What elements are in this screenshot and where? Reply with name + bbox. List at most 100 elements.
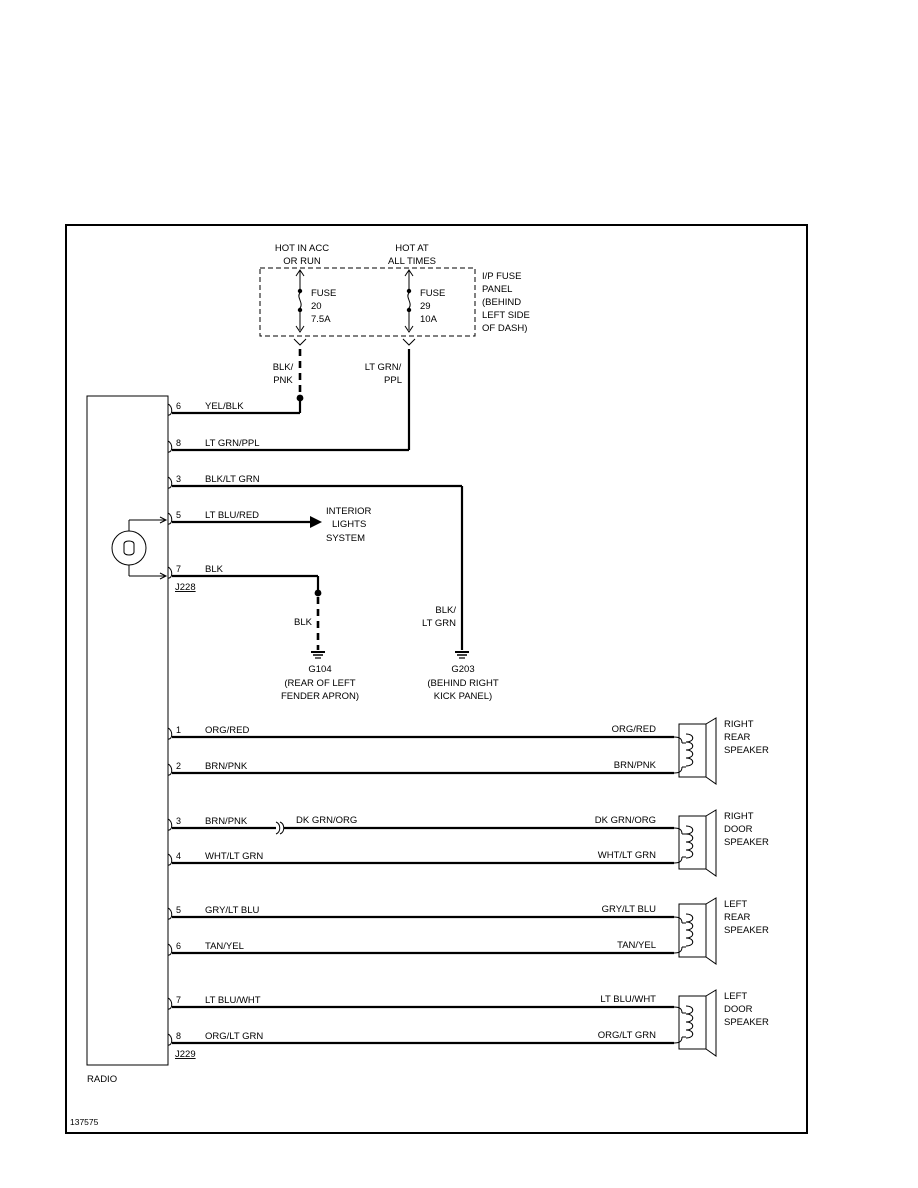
fuse-20-symbol <box>293 269 307 346</box>
speaker-label: RIGHT <box>724 811 754 822</box>
figure-id: 137575 <box>70 1117 99 1127</box>
circuit-color-label-right: GRY/LT BLU <box>602 904 657 915</box>
circuit-color-label-right: LT BLU/WHT <box>600 994 656 1005</box>
connector-pin-number: 6 <box>176 401 181 411</box>
fuse-20-label-3: 7.5A <box>311 314 331 325</box>
circuit-color-label-mid: DK GRN/ORG <box>296 815 357 826</box>
circuit-color-label: BLK <box>205 564 224 575</box>
ground-g104-icon <box>311 651 325 659</box>
circuit-color-label: LT GRN/PPL <box>205 438 260 449</box>
connector-pin-number: 7 <box>176 995 181 1005</box>
circuit-color-label-right: ORG/LT GRN <box>598 1030 656 1041</box>
speaker-label: SPEAKER <box>724 837 769 848</box>
connector-pin-mark <box>167 997 173 1010</box>
connector-pin-number: 5 <box>176 905 181 915</box>
interior-lights-label-2: LIGHTS <box>332 519 366 530</box>
radio-label: RADIO <box>87 1074 117 1085</box>
speaker-icon <box>673 809 717 877</box>
ground-g104-location-1: (REAR OF LEFT <box>284 678 355 689</box>
speaker-group: RIGHTREARSPEAKERRIGHTDOORSPEAKERLEFTREAR… <box>673 717 769 1057</box>
circuit-color-label-left: ORG/LT GRN <box>205 1031 263 1042</box>
fuse-29-label-2: 29 <box>420 301 431 312</box>
connector-pin-mark <box>167 476 173 489</box>
diagram-frame <box>65 224 808 1134</box>
fuse-29-symbol <box>402 269 416 346</box>
connector-pin-number: 6 <box>176 941 181 951</box>
connector-pin-mark <box>167 512 173 525</box>
fuse-20-wire-label-1: BLK/ <box>273 362 294 373</box>
speaker-label: REAR <box>724 732 751 743</box>
circuit-color-label-left: TAN/YEL <box>205 941 244 952</box>
ground-g104-location-2: FENDER APRON) <box>281 691 359 702</box>
speaker-label: RIGHT <box>724 719 754 730</box>
radio-illumination-lamp-icon <box>111 516 168 580</box>
connector-pin-mark <box>167 853 173 866</box>
interior-lights-label-1: INTERIOR <box>326 506 372 517</box>
ground-g203-name: G203 <box>451 664 474 675</box>
fuse-29-wire-label-2: PPL <box>384 375 402 386</box>
circuit-color-label-left: WHT/LT GRN <box>205 851 263 862</box>
ground-g203-wire-label-2: LT GRN <box>422 618 456 629</box>
connector-pin-mark <box>167 763 173 776</box>
interior-lights-arrow-icon <box>172 516 322 528</box>
fuse-20-label-1: FUSE <box>311 288 336 299</box>
fuse-29-label-3: 10A <box>420 314 438 325</box>
circuit-color-label-right: ORG/RED <box>612 724 656 735</box>
ground-g104-name: G104 <box>308 664 331 675</box>
connector-pin-mark <box>167 440 173 453</box>
fuse-29-wire-label-1: LT GRN/ <box>365 362 402 373</box>
connector-pin-mark <box>167 403 173 416</box>
speaker-label: LEFT <box>724 991 747 1002</box>
fuse-panel-label-2: PANEL <box>482 284 512 295</box>
radio-body <box>86 395 169 1066</box>
ground-g203-location-2: KICK PANEL) <box>434 691 492 702</box>
connector-pin-number: 5 <box>176 510 181 520</box>
circuit-color-label-left: GRY/LT BLU <box>205 905 260 916</box>
ground-g203-wire-label-1: BLK/ <box>435 605 456 616</box>
connector-pin-mark <box>167 727 173 740</box>
interior-lights-label-3: SYSTEM <box>326 533 365 544</box>
hot-always-label-1: HOT AT <box>395 243 429 254</box>
speaker-label: DOOR <box>724 1004 753 1015</box>
fuse-panel-label-5: OF DASH) <box>482 323 527 334</box>
speaker-label: SPEAKER <box>724 1017 769 1028</box>
connector-pin-number: 8 <box>176 438 181 448</box>
fuse-20-label-2: 20 <box>311 301 322 312</box>
speaker-icon <box>673 989 717 1057</box>
fuse-20-feed-wire <box>172 349 304 415</box>
fuse-panel-label-3: (BEHIND <box>482 297 521 308</box>
hot-always-label-2: ALL TIMES <box>388 256 436 267</box>
circuit-color-label: BLK/LT GRN <box>205 474 260 485</box>
hot-acc-label-2: OR RUN <box>283 256 321 267</box>
connector-pin-number: 7 <box>176 564 181 574</box>
circuit-color-label-right: TAN/YEL <box>617 940 656 951</box>
inline-connector-icon <box>275 821 285 835</box>
fuse-29-feed-wire <box>172 349 411 452</box>
fuse-panel-label-4: LEFT SIDE <box>482 310 530 321</box>
fuse-20-wire-label-2: PNK <box>273 375 293 386</box>
fuse-panel-label-1: I/P FUSE <box>482 271 521 282</box>
speaker-icon <box>673 717 717 785</box>
circuit-color-label-right: DK GRN/ORG <box>595 815 656 826</box>
circuit-color-label: YEL/BLK <box>205 401 244 412</box>
connector-pin-mark <box>167 1033 173 1046</box>
connector-j229-label: J229 <box>175 1049 196 1060</box>
connector-pin-number: 3 <box>176 474 181 484</box>
speaker-label: SPEAKER <box>724 745 769 756</box>
connector-pin-mark <box>167 943 173 956</box>
connector-pin-mark <box>167 907 173 920</box>
ground-g203-wire <box>172 484 464 650</box>
speaker-label: DOOR <box>724 824 753 835</box>
connector-pin-number: 1 <box>176 725 181 735</box>
connector-pin-number: 3 <box>176 816 181 826</box>
ground-g203-icon <box>455 651 469 659</box>
ground-g104-wire-label: BLK <box>294 617 313 628</box>
speaker-label: SPEAKER <box>724 925 769 936</box>
connector-j228-label: J228 <box>175 582 196 593</box>
circuit-color-label: LT BLU/RED <box>205 510 259 521</box>
fuse-panel: HOT IN ACC OR RUN HOT AT ALL TIMES FUSE … <box>259 243 530 346</box>
hot-acc-label-1: HOT IN ACC <box>275 243 329 254</box>
circuit-color-label-left: BRN/PNK <box>205 816 248 827</box>
